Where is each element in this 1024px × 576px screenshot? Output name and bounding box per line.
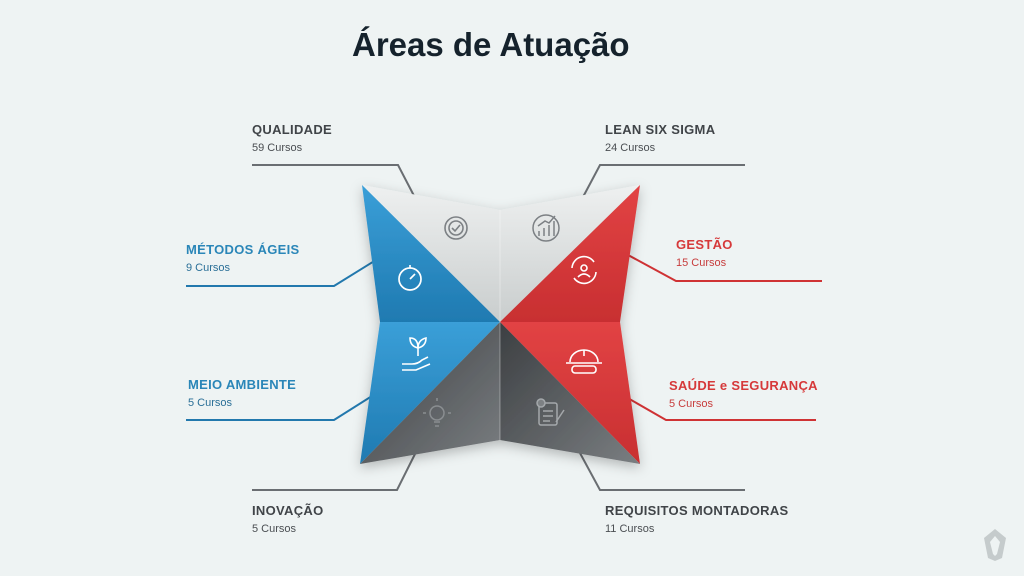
- area-metodos-ageis: MÉTODOS ÁGEIS 9 Cursos: [186, 242, 299, 274]
- area-count: 5 Cursos: [188, 397, 233, 409]
- panel-requisitos-montadoras: [500, 322, 640, 464]
- growth-chart-icon: [532, 214, 560, 242]
- connector-meio-ambiente: [186, 388, 384, 421]
- panel-gestao: [500, 185, 640, 322]
- connector-metodos-ageis: [186, 254, 385, 287]
- checklist-icon: [536, 398, 565, 426]
- area-count: 5 Cursos: [669, 398, 714, 410]
- area-saude-seguranca: SAÚDE e SEGURANÇA 5 Cursos: [669, 378, 818, 410]
- team-cycle-icon: [571, 255, 597, 285]
- area-name: LEAN SIX SIGMA: [605, 122, 716, 137]
- safety-helmet-icon: [566, 349, 602, 374]
- area-count: 5 Cursos: [252, 523, 297, 535]
- area-count: 9 Cursos: [186, 262, 231, 274]
- area-name: GESTÃO: [676, 237, 733, 252]
- check-badge-icon: [444, 216, 468, 240]
- area-count: 24 Cursos: [605, 142, 656, 154]
- area-name: MEIO AMBIENTE: [188, 377, 297, 392]
- area-name: MÉTODOS ÁGEIS: [186, 242, 300, 257]
- area-inovacao: INOVAÇÃO 5 Cursos: [252, 503, 324, 535]
- area-meio-ambiente: MEIO AMBIENTE 5 Cursos: [188, 377, 296, 409]
- area-name: SAÚDE e SEGURANÇA: [669, 378, 818, 393]
- connector-gestao: [616, 248, 822, 282]
- area-name: REQUISITOS MONTADORAS: [605, 503, 789, 518]
- area-count: 11 Cursos: [605, 523, 655, 535]
- area-count: 15 Cursos: [676, 257, 727, 269]
- area-name: QUALIDADE: [252, 122, 332, 137]
- area-requisitos-montadoras: REQUISITOS MONTADORAS 11 Cursos: [605, 503, 789, 535]
- area-name: INOVAÇÃO: [252, 503, 324, 518]
- panel-metodos-ageis: [362, 185, 500, 322]
- stopwatch-icon: [398, 265, 422, 291]
- page-title: Áreas de Atuação: [352, 26, 630, 63]
- plant-hand-icon: [402, 336, 431, 371]
- area-lean-six-sigma: LEAN SIX SIGMA 24 Cursos: [605, 122, 715, 154]
- panel-inovacao: [360, 322, 500, 464]
- connector-inovacao: [252, 439, 423, 491]
- lightbulb-icon: [423, 398, 451, 427]
- logo-icon: [984, 529, 1006, 561]
- area-gestao: GESTÃO 15 Cursos: [676, 237, 733, 269]
- area-qualidade: QUALIDADE 59 Cursos: [252, 122, 332, 154]
- area-count: 59 Cursos: [252, 142, 303, 154]
- connector-requisitos-montadoras: [573, 441, 745, 491]
